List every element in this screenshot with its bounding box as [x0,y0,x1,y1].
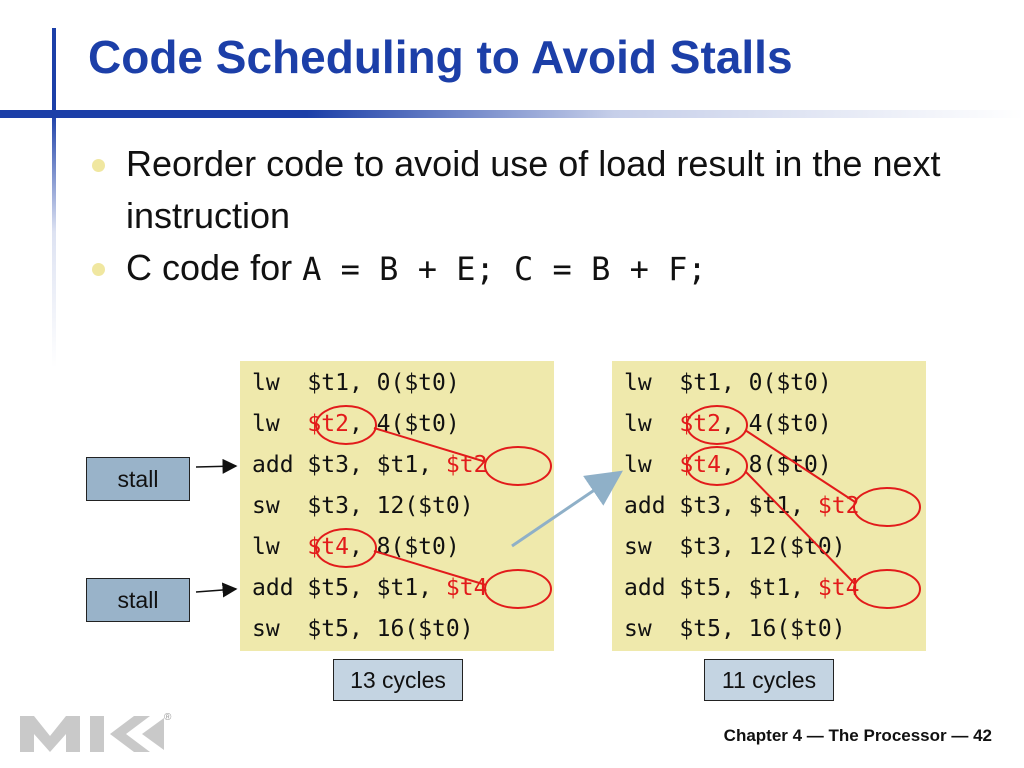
bullet-dot-icon [92,263,105,276]
code-line: add $t3, $t1, $t2 [252,452,488,478]
bullet-c-code: C code for A = B + E; C = B + F; [90,242,990,295]
code-line: sw $t3, 12($t0) [252,493,474,519]
code-line: lw $t2, 4($t0) [252,411,460,437]
bullet-reorder: Reorder code to avoid use of load result… [90,138,990,242]
code-line: add $t5, $t1, $t4 [624,575,860,601]
c-code-snippet: A = B + E; C = B + F; [302,250,707,288]
code-line: sw $t3, 12($t0) [624,534,846,560]
code-line: lw $t1, 0($t0) [252,370,460,396]
accent-vertical-bar [52,28,56,368]
left-code-block: lw $t1, 0($t0) lw $t2, 4($t0) add $t3, $… [240,361,554,651]
footer-chapter: Chapter 4 — The Processor — 42 [723,726,992,745]
code-line: lw $t4, 8($t0) [252,534,460,560]
code-line: lw $t1, 0($t0) [624,370,832,396]
code-line: add $t3, $t1, $t2 [624,493,860,519]
right-code-block: lw $t1, 0($t0) lw $t2, 4($t0) lw $t4, 8(… [612,361,926,651]
code-line: lw $t4, 8($t0) [624,452,832,478]
cycles-label-right: 11 cycles [704,659,834,701]
cycles-label-left: 13 cycles [333,659,463,701]
bullet-text: Reorder code to avoid use of load result… [126,143,941,236]
code-line: add $t5, $t1, $t4 [252,575,488,601]
accent-horizontal-bar [0,110,1024,118]
bullet-list: Reorder code to avoid use of load result… [90,138,990,295]
bullet-dot-icon [92,159,105,172]
mk-logo: ® [18,708,178,758]
mk-logo-icon: ® [20,712,172,752]
code-line: sw $t5, 16($t0) [252,616,474,642]
stall-arrow [195,458,238,474]
stall-label: stall [86,578,190,622]
code-line: sw $t5, 16($t0) [624,616,846,642]
stall-label: stall [86,457,190,501]
code-line: lw $t2, 4($t0) [624,411,832,437]
registered-mark: ® [164,712,172,723]
stall-arrow [195,582,238,598]
bullet-prefix: C code for [126,247,303,288]
slide-title: Code Scheduling to Avoid Stalls [88,31,793,83]
